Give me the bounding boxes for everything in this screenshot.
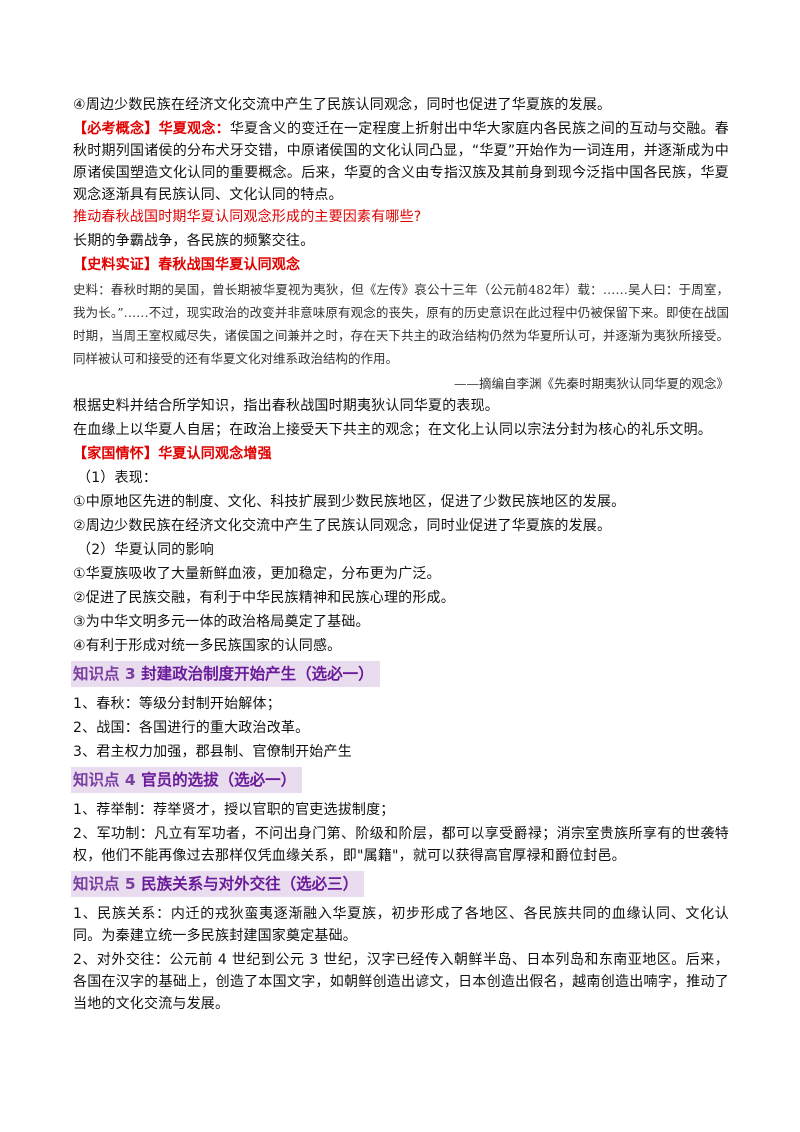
family-item: ③为中华文明多元一体的政治格局奠定了基础。 [73, 614, 370, 630]
question-2: 根据史料并结合所学知识，指出春秋战国时期夷狄认同华夏的表现。 [73, 398, 499, 414]
knowledge-number: 知识点 3 [73, 665, 136, 683]
k4-item: 1、荐举制：荐举贤才，授以官职的官吏选拔制度； [73, 802, 395, 818]
answer-1: 长期的争霸战争，各民族的频繁交往。 [73, 233, 315, 249]
evidence-source: 史料：春秋时期的吴国，曾长期被华夏视为夷狄，但《左传》哀公十三年（公元前482年… [73, 282, 729, 366]
document-page: ④周边少数民族在经济文化交流中产生了民族认同观念，同时也促进了华夏族的发展。 【… [71, 94, 729, 1015]
family-item: ④有利于形成对统一多民族国家的认同感。 [73, 638, 342, 654]
k5-item: 2、对外交往：公元前 4 世纪到公元 3 世纪，汉字已经传入朝鲜半岛、日本列岛和… [73, 952, 729, 1012]
answer-2: 在血缘上以华夏人自居；在政治上接受天下共主的观念；在文化上认同以宗法分封为核心的… [73, 422, 712, 438]
family-item: ①华夏族吸收了大量新鲜血液，更加稳定，分布更为广泛。 [73, 566, 441, 582]
family-item: ②周边少数民族在经济文化交流中产生了民族认同观念，同时业促进了华夏族的发展。 [73, 518, 612, 534]
knowledge-heading-5: 知识点 5 民族关系与对外交往（选必三） [71, 871, 365, 897]
knowledge-title: 封建政治制度开始产生（选必一） [141, 665, 374, 683]
knowledge-number: 知识点 4 [73, 771, 136, 789]
family-item: ①中原地区先进的制度、文化、科技扩展到少数民族地区，促进了少数民族地区的发展。 [73, 494, 626, 510]
knowledge-number: 知识点 5 [73, 875, 136, 893]
concept-paragraph: 【必考概念】华夏观念：华夏含义的变迁在一定程度上折射出中华大家庭内各民族之间的互… [73, 118, 729, 206]
knowledge-title: 官员的选拔（选必一） [141, 771, 297, 789]
family-sub-1: （1）表现： [77, 470, 158, 486]
intro-line: ④周边少数民族在经济文化交流中产生了民族认同观念，同时也促进了华夏族的发展。 [73, 97, 612, 113]
evidence-citation: ——摘编自李渊《先秦时期夷狄认同华夏的观念》 [453, 376, 729, 391]
question-1: 推动春秋战国时期华夏认同观念形成的主要因素有哪些? [73, 209, 422, 225]
evidence-tag: 【史料实证】春秋战国华夏认同观念 [73, 257, 301, 273]
concept-tag: 【必考概念】华夏观念： [73, 121, 230, 137]
k3-item: 2、战国：各国进行的重大政治改革。 [73, 720, 310, 736]
knowledge-heading-4: 知识点 4 官员的选拔（选必一） [71, 767, 303, 793]
family-tag: 【家国情怀】华夏认同观念增强 [73, 446, 272, 462]
k3-item: 3、君主权力加强，郡县制、官僚制开始产生 [73, 744, 352, 760]
family-sub-2: （2）华夏认同的影响 [77, 542, 214, 558]
k3-item: 1、春秋：等级分封制开始解体； [73, 696, 281, 712]
k4-item: 2、军功制：凡立有军功者，不问出身门第、阶级和阶层，都可以享受爵禄；消宗室贵族所… [73, 826, 729, 864]
family-item: ②促进了民族交融，有利于中华民族精神和民族心理的形成。 [73, 590, 455, 606]
knowledge-title: 民族关系与对外交往（选必三） [141, 875, 359, 893]
k5-item: 1、民族关系：内迁的戎狄蛮夷逐渐融入华夏族，初步形成了各地区、各民族共同的血缘认… [73, 906, 729, 944]
knowledge-heading-3: 知识点 3 封建政治制度开始产生（选必一） [71, 661, 380, 687]
concept-text: 华夏含义的变迁在一定程度上折射出中华大家庭内各民族之间的互动与交融。春秋时期列国… [73, 121, 730, 203]
